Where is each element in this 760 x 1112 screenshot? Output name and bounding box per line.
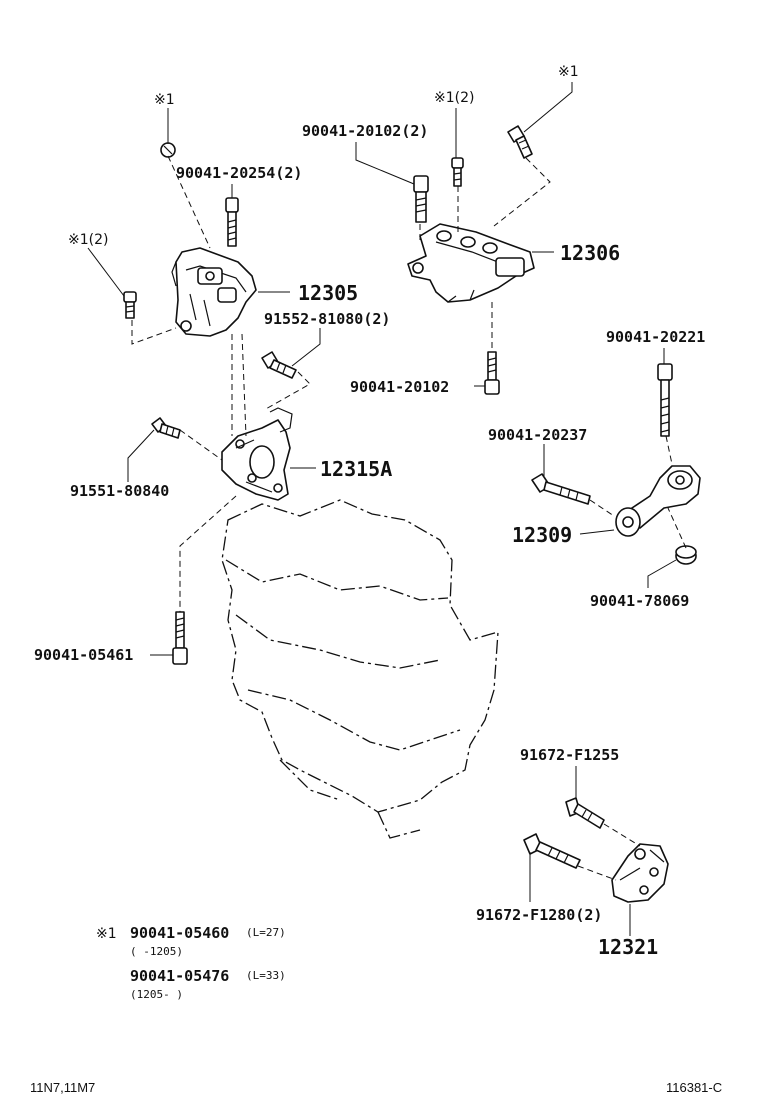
label-12305: 12305 (298, 281, 358, 305)
footnote-mark: ※1 (96, 926, 117, 942)
label-90041-20221: 90041-20221 (606, 328, 705, 346)
bolt-mark1-upper-left (160, 142, 176, 158)
mark-1-upper-left: ※1 (154, 92, 175, 108)
bolt-91672-F1255 (565, 797, 605, 829)
bolt-mark1-2-left (123, 291, 137, 319)
bolt-91551-80840 (151, 417, 181, 439)
mark-1-2-left: ※1(2) (68, 232, 108, 248)
footer-diagram-id: 116381-C (666, 1080, 722, 1095)
footnote-part-b: 90041-05476 (130, 967, 229, 985)
footer-model-codes: 11N7,11M7 (30, 1080, 95, 1095)
label-91672-F1280: 91672-F1280(2) (476, 906, 602, 924)
label-91551-80840: 91551-80840 (70, 482, 169, 500)
label-91552-81080: 91552-81080(2) (264, 310, 390, 328)
footnote-part-a-range: ( -1205) (130, 945, 183, 958)
part-12321-bracket (611, 843, 669, 903)
label-12315A: 12315A (320, 457, 392, 481)
mark-1-upper-right: ※1 (558, 64, 579, 80)
assembly-dashed-lines (131, 155, 687, 881)
part-12309-torque-rod (615, 465, 701, 537)
bolt-mark1-2-center (451, 157, 464, 187)
label-90041-05461: 90041-05461 (34, 646, 133, 664)
bolt-90041-05461 (172, 611, 188, 665)
label-90041-20102-pair: 90041-20102(2) (302, 122, 428, 140)
part-12315A-bracket (221, 407, 293, 501)
nut-90041-78069 (675, 545, 697, 565)
label-90041-78069: 90041-78069 (590, 592, 689, 610)
label-12309: 12309 (512, 523, 572, 547)
footnote-part-b-length: (L=33) (246, 969, 286, 982)
label-90041-20102: 90041-20102 (350, 378, 449, 396)
label-90041-20254: 90041-20254(2) (176, 164, 302, 182)
bolt-90041-20102-single (484, 351, 500, 395)
bolt-mark1-upper-right (507, 125, 533, 159)
label-12306: 12306 (560, 241, 620, 265)
leader-lines (87, 82, 677, 936)
bolt-90041-20102-pair (413, 175, 429, 223)
footnote-block: ※1 90041-05460 (L=27) ( -1205) 90041-054… (96, 924, 286, 1001)
footnote-part-a: 90041-05460 (130, 924, 229, 942)
bolt-90041-20254 (225, 197, 239, 247)
bolt-91552-81080 (261, 351, 297, 379)
footnote-part-b-range: (1205- ) (130, 988, 183, 1001)
mark-1-2-center: ※1(2) (434, 90, 474, 106)
bolt-90041-20237 (531, 473, 591, 505)
bolt-91672-F1280 (523, 833, 581, 869)
label-12321: 12321 (598, 935, 658, 959)
footnote-part-a-length: (L=27) (246, 926, 286, 939)
label-90041-20237: 90041-20237 (488, 426, 587, 444)
bolt-90041-20221 (657, 363, 673, 437)
engine-block-outline (221, 499, 499, 839)
label-91672-F1255: 91672-F1255 (520, 746, 619, 764)
part-12305-mount (171, 247, 257, 337)
part-12306-mount (407, 223, 535, 303)
